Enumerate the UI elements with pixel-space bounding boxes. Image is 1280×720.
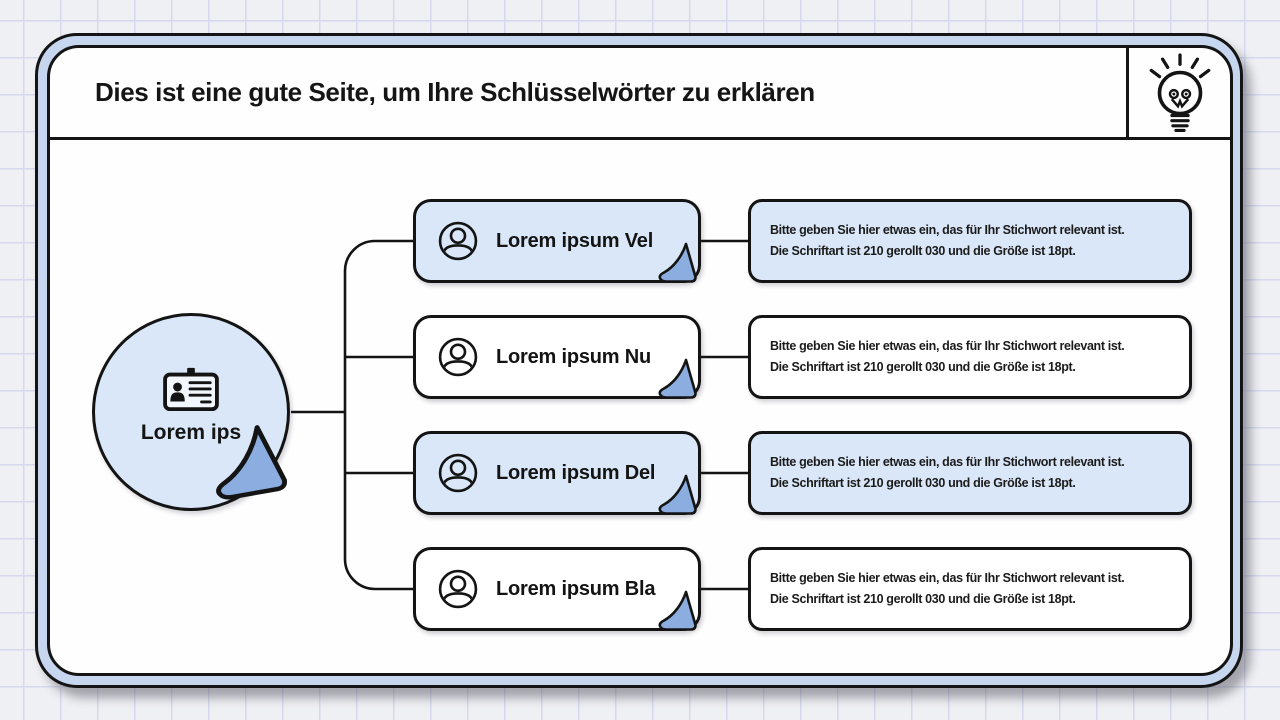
keyword-node: Lorem ipsum Del [413,431,701,515]
keyword-node: Lorem ipsum Vel [413,199,701,283]
description-line: Die Schriftart ist 210 gerollt 030 und d… [770,360,1076,374]
description-line: Die Schriftart ist 210 gerollt 030 und d… [770,476,1076,490]
page-curl-decoration [658,590,697,631]
description-line: Bitte geben Sie hier etwas ein, das für … [770,223,1125,237]
keyword-node-label: Lorem ipsum Nu [496,345,651,368]
description-line: Bitte geben Sie hier etwas ein, das für … [770,339,1125,353]
description-line: Die Schriftart ist 210 gerollt 030 und d… [770,592,1076,606]
page-curl-decoration [658,474,697,515]
root-node: Lorem ips [92,313,290,511]
person-icon [437,568,479,610]
page-curl-decoration [658,358,697,399]
keyword-description: Bitte geben Sie hier etwas ein, das für … [748,199,1192,283]
title-bar: Dies ist eine gute Seite, um Ihre Schlüs… [50,48,1230,140]
person-icon [437,452,479,494]
root-node-label: Lorem ips [140,421,242,444]
keyword-node-label: Lorem ipsum Del [496,461,656,484]
lightbulb-icon [1149,52,1210,132]
keyword-node: Lorem ipsum Bla [413,547,701,631]
description-line: Bitte geben Sie hier etwas ein, das für … [770,571,1125,585]
page-curl-decoration [658,242,697,283]
keyword-description: Bitte geben Sie hier etwas ein, das für … [748,431,1192,515]
lightbulb-box [1126,48,1230,137]
person-icon [437,220,479,262]
keyword-node-label: Lorem ipsum Vel [496,229,654,252]
keyword-node-label: Lorem ipsum Bla [496,577,656,600]
keyword-description: Bitte geben Sie hier etwas ein, das für … [748,547,1192,631]
keyword-description: Bitte geben Sie hier etwas ein, das für … [748,315,1192,399]
keyword-node: Lorem ipsum Nu [413,315,701,399]
person-icon [437,336,479,378]
page-title: Dies ist eine gute Seite, um Ihre Schlüs… [95,77,815,107]
description-line: Die Schriftart ist 210 gerollt 030 und d… [770,244,1076,258]
id-card-icon [163,367,219,412]
description-line: Bitte geben Sie hier etwas ein, das für … [770,455,1125,469]
